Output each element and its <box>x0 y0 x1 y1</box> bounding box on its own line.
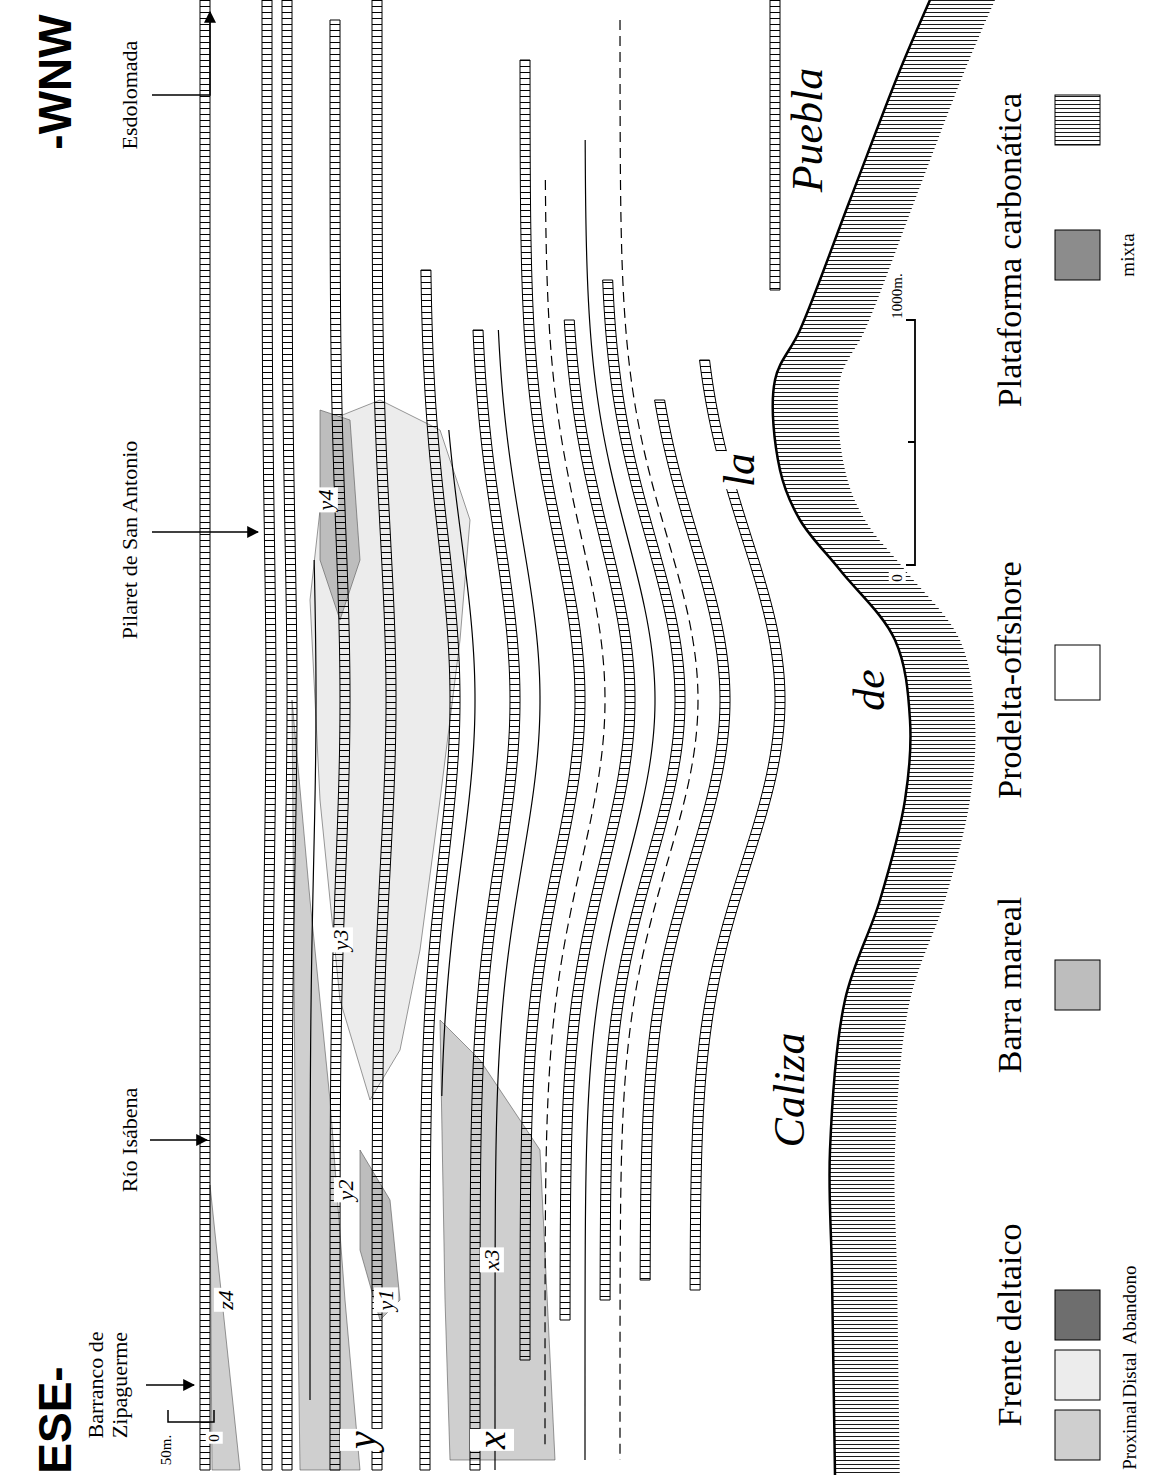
bed-line <box>620 20 698 1460</box>
scale-label: 0 <box>206 1432 223 1444</box>
bed-line <box>585 140 655 1460</box>
legend-swatch <box>1055 960 1100 1010</box>
legend-swatch <box>1055 1410 1100 1460</box>
limestone-hatch <box>773 0 995 1475</box>
locality-label: Barranco de Zipaguerme <box>84 1318 132 1452</box>
carbonate-bed <box>520 60 585 1360</box>
unit-label: y3 <box>329 928 353 953</box>
carbonate-beds <box>200 0 785 1470</box>
locality-label: Esdolomada <box>118 39 142 152</box>
bed-line <box>310 560 316 1400</box>
locality-label: Río Isábena <box>118 1086 142 1194</box>
carbonate-bed <box>330 20 350 1470</box>
facies-body <box>210 1185 240 1470</box>
formation-name: Caliza <box>766 1031 814 1150</box>
direction-label: ESE- <box>30 1364 81 1475</box>
scale-bar <box>168 1410 214 1422</box>
unit-label: x <box>470 1429 514 1451</box>
scale-bar <box>906 320 915 565</box>
locality-label: Pilaret de San Antonio <box>118 439 142 642</box>
pointer-arrow <box>146 1384 194 1386</box>
bed-line <box>442 430 475 1096</box>
unit-label: x3 <box>480 1248 504 1273</box>
carbonate-bed <box>640 400 730 1280</box>
legend-text: Proximal <box>1120 1400 1141 1470</box>
legend-swatch <box>1055 230 1100 280</box>
limestone-base <box>773 0 995 1475</box>
bed-lines <box>310 20 698 1470</box>
scale-label: 50m. <box>158 1433 175 1467</box>
carbonate-bed <box>690 360 785 1290</box>
carbonate-bed <box>200 0 210 1470</box>
unit-label: y2 <box>334 1178 358 1203</box>
scale-label: 0 <box>889 572 906 584</box>
legend-swatch <box>1055 1290 1100 1340</box>
legend-swatch <box>1055 95 1100 145</box>
carbonate-bed <box>560 320 635 1320</box>
legend-swatch <box>1055 1350 1100 1400</box>
formation-name: la <box>716 451 764 489</box>
bed-line <box>495 330 540 1470</box>
scale-label: 1000m. <box>889 271 906 320</box>
unit-label: z4 <box>214 1288 238 1312</box>
direction-label: -WNW <box>30 12 81 151</box>
formation-name: de <box>846 667 894 713</box>
legend-swatch <box>1055 645 1100 700</box>
limestone-top <box>773 0 930 1475</box>
facies-body <box>292 700 360 1470</box>
carbonate-bed <box>372 0 396 1470</box>
formation-name: Puebla <box>784 66 832 195</box>
pointer-arrow <box>150 1139 207 1141</box>
legend-text: Prodelta-offshore <box>991 561 1028 798</box>
pointer-arrow <box>152 12 210 95</box>
legend-heading: Plataforma carbonática <box>991 91 1028 409</box>
unit-label: y <box>340 1429 384 1451</box>
arrows-and-scales <box>146 12 1100 1422</box>
unit-label: y1 <box>374 1288 398 1313</box>
carbonate-bed <box>282 0 297 1470</box>
legend-text: Distal <box>1120 1352 1141 1397</box>
carbonate-bed <box>420 270 460 1470</box>
legend-heading: Frente deltaico <box>991 1222 1028 1429</box>
legend-text: Abandono <box>1120 1265 1141 1344</box>
carbonate-bed <box>770 0 780 290</box>
bed-line <box>545 180 605 1446</box>
legend-text: mixta <box>1118 233 1139 276</box>
legend-text: Barra mareal <box>991 897 1028 1074</box>
pointer-arrow <box>152 531 258 533</box>
carbonate-bed <box>262 0 276 1470</box>
unit-label: y4 <box>314 488 338 513</box>
